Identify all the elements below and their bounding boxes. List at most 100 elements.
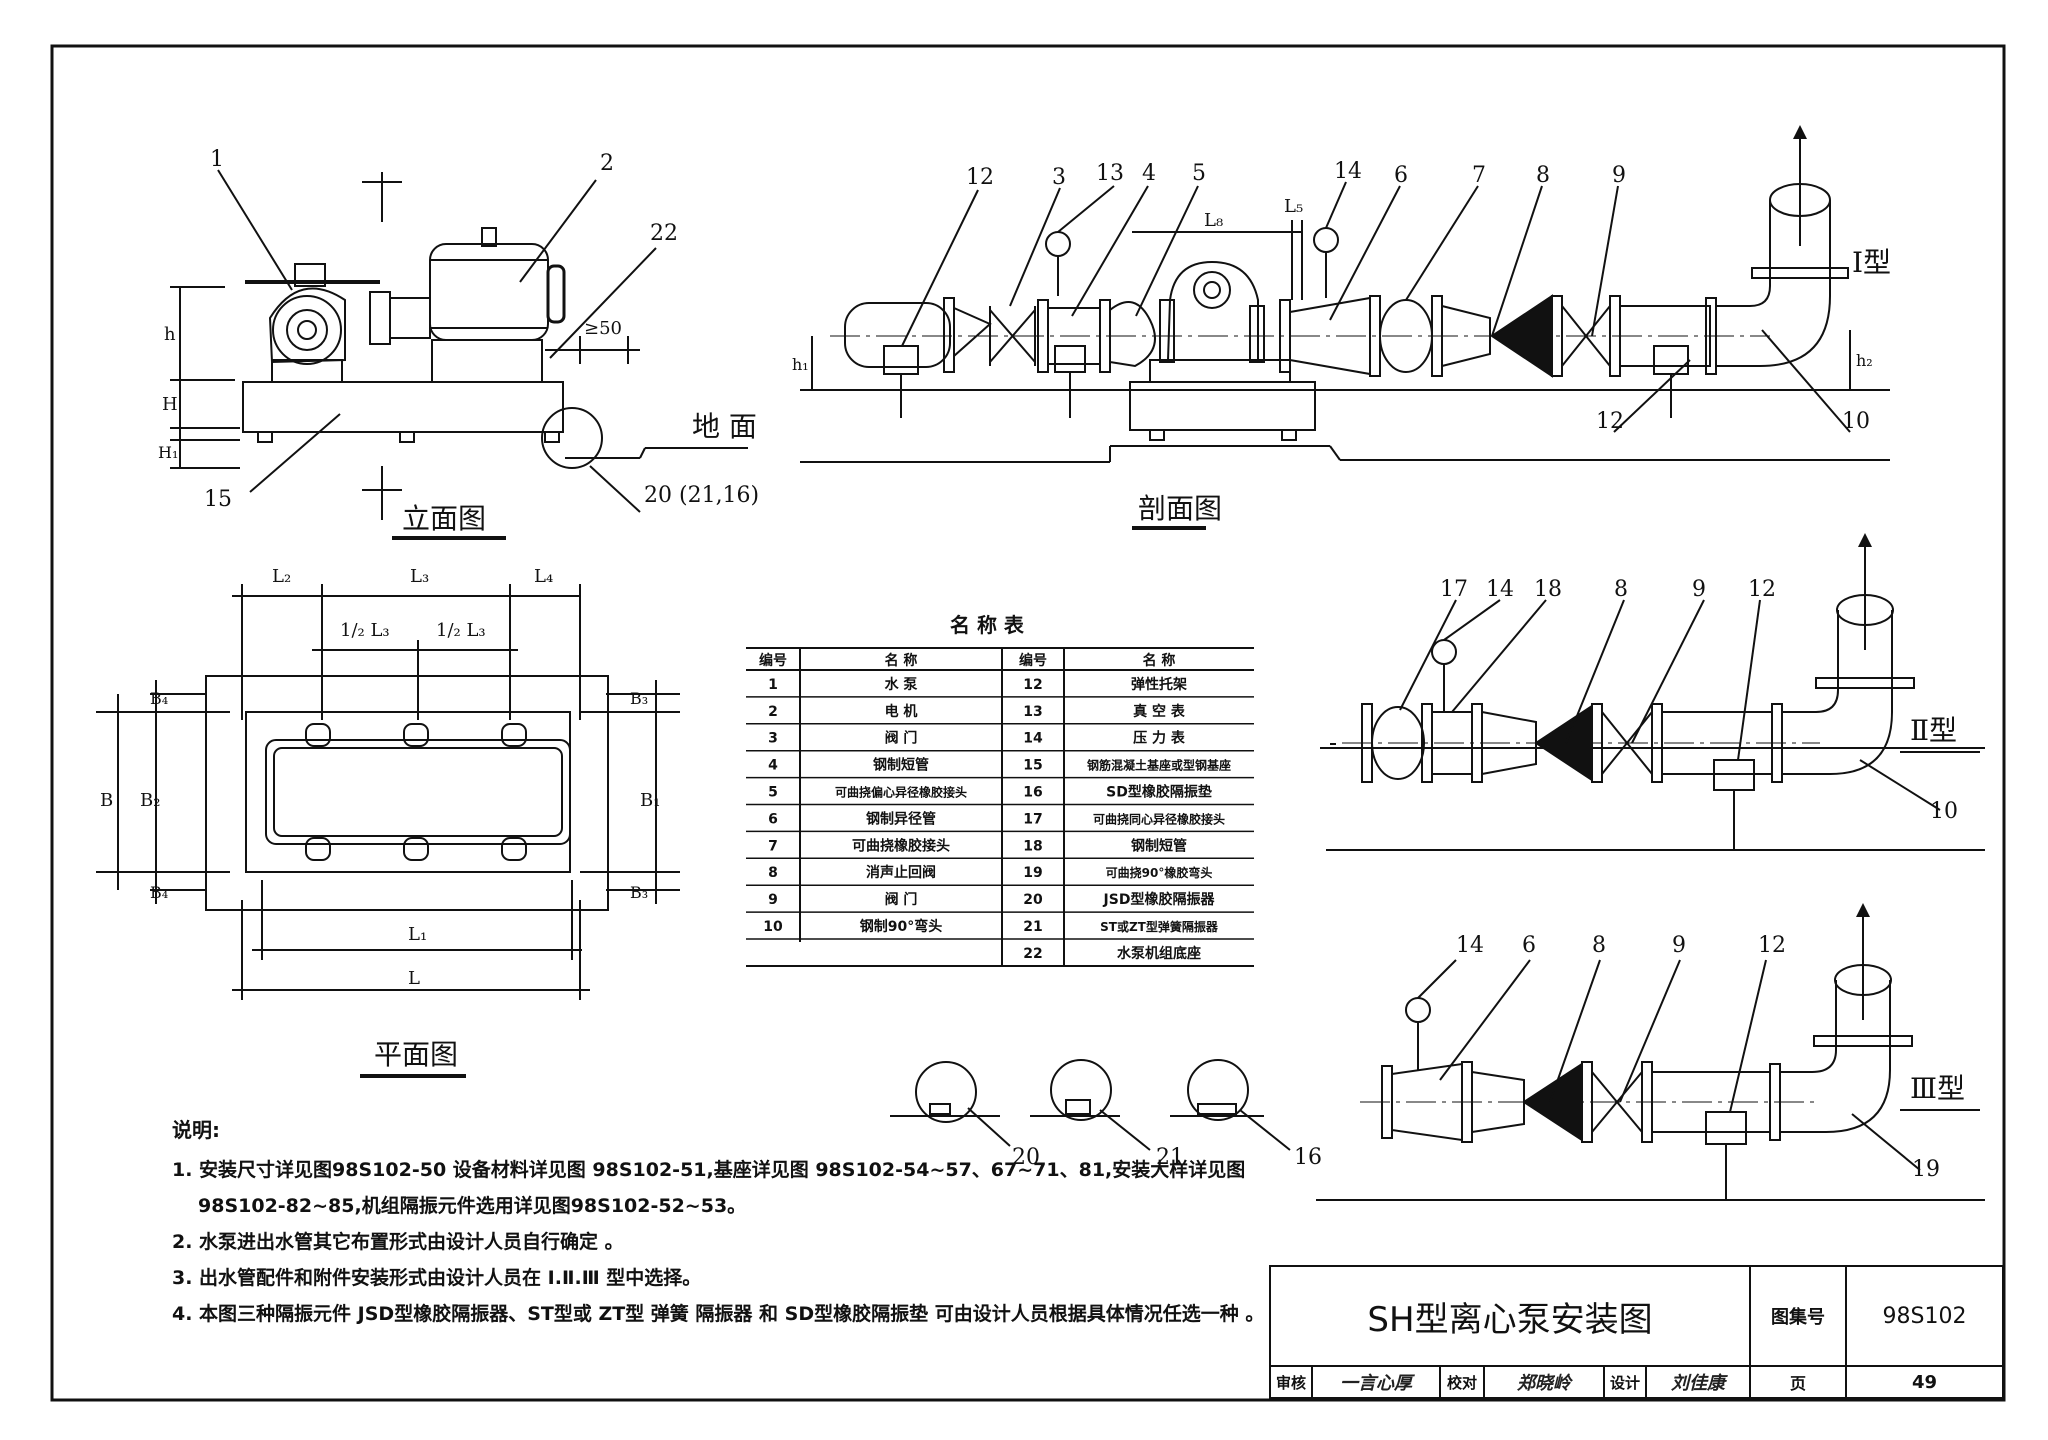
type2-view <box>1320 533 1985 851</box>
callout-15: 15 <box>204 487 232 512</box>
s-callout-10: 10 <box>1842 409 1870 434</box>
dim-h2: h₂ <box>1856 351 1873 370</box>
table-cell-name: 钢制短管 <box>1131 837 1187 854</box>
table-cell-name: ST或ZT型弹簧隔振器 <box>1100 919 1219 934</box>
table-cell-no: 20 <box>1023 892 1043 908</box>
s-callout-14: 14 <box>1334 159 1362 184</box>
detail-circles <box>890 1059 1291 1151</box>
note-2: 2. 水泵进出水管其它布置形式由设计人员自行确定 。 <box>172 1231 624 1253</box>
dim-halfL3b: 1/₂ L₃ <box>436 620 486 641</box>
dim-h: h <box>164 324 176 345</box>
notes: 说明: 1. 安装尺寸详见图98S102-50 设备材料详见图 98S102-5… <box>172 1112 1272 1332</box>
dim-B: B <box>100 790 113 811</box>
t2-callout-12: 12 <box>1748 577 1776 602</box>
elbow-10 <box>1716 200 1831 367</box>
motor-2 <box>429 227 566 341</box>
callout-22: 22 <box>650 221 678 246</box>
table-cell-no: 12 <box>1023 677 1042 693</box>
table-cell-name: 可曲挠偏心异径橡胶接头 <box>835 785 967 800</box>
callout-20: 20 (21,16) <box>644 483 759 508</box>
table-cell-no: 14 <box>1023 731 1043 747</box>
section-pump <box>1149 260 1291 383</box>
dim-L4: L₄ <box>534 566 553 587</box>
table-cell-name: JSD型橡胶隔振器 <box>1103 891 1216 908</box>
t3-callout-8: 8 <box>1592 933 1606 958</box>
t2-callout-8: 8 <box>1614 577 1628 602</box>
atlas-no: 98S102 <box>1882 1303 1967 1329</box>
parts-table-title: 名 称 表 <box>950 613 1025 637</box>
checker-signature: 郑晓岭 <box>1517 1373 1571 1394</box>
table-cell-no: 7 <box>768 838 778 854</box>
check-label: 校对 <box>1446 1373 1477 1392</box>
dim-B1: B₁ <box>640 790 660 811</box>
t3-callout-12: 12 <box>1758 933 1786 958</box>
th-no-2: 编号 <box>1019 652 1047 669</box>
base-15 <box>242 381 564 433</box>
inlet-pipe <box>844 302 951 368</box>
table-cell-no: 1 <box>768 677 778 693</box>
t3-callout-19: 19 <box>1912 1157 1940 1182</box>
t2-callout-9: 9 <box>1692 577 1706 602</box>
table-cell-no: 22 <box>1023 946 1042 962</box>
table-cell-no: 21 <box>1023 919 1042 935</box>
s-callout-8: 8 <box>1536 163 1550 188</box>
motor-base-22 <box>431 339 543 383</box>
dim-ge50: ≥50 <box>584 318 622 339</box>
notes-heading: 说明: <box>172 1118 220 1142</box>
sheet-border <box>50 44 2006 1402</box>
drawing-title: SH型离心泵安装图 <box>1367 1299 1653 1340</box>
table-cell-no: 19 <box>1023 865 1042 881</box>
s-callout-3: 3 <box>1052 165 1066 190</box>
ground-label: 地 面 <box>692 410 757 443</box>
titleblock-frame <box>1269 1265 2004 1399</box>
table-cell-name: 水 泵 <box>885 676 918 693</box>
table-cell-name: SD型橡胶隔振垫 <box>1106 784 1212 801</box>
s-callout-9: 9 <box>1612 163 1626 188</box>
t2-callout-14: 14 <box>1486 577 1514 602</box>
table-cell-name: 可曲挠90°橡胶弯头 <box>1106 865 1213 880</box>
table-cell-name: 可曲挠橡胶接头 <box>852 837 950 854</box>
t2-callout-10: 10 <box>1930 799 1958 824</box>
callout-1: 1 <box>210 147 224 172</box>
t3-callout-9: 9 <box>1672 933 1686 958</box>
table-cell-no: 2 <box>768 704 778 720</box>
t3-callout-14: 14 <box>1456 933 1484 958</box>
table-cell-name: 阀 门 <box>885 891 918 908</box>
table-cell-no: 6 <box>768 811 778 827</box>
table-cell-name: 水泵机组底座 <box>1117 945 1201 962</box>
note-4: 4. 本图三种隔振元件 JSD型橡胶隔振器、ST型或 ZT型 弹簧 隔振器 和 … <box>172 1303 1265 1325</box>
section-view <box>800 125 1890 530</box>
detail-16: 16 <box>1294 1145 1322 1170</box>
plan-title: 平面图 <box>374 1038 458 1071</box>
dim-H1: H₁ <box>158 443 178 462</box>
title-block: SH型离心泵安装图 图集号 98S102 审核 一言心厚 校对 郑晓岭 设计 刘… <box>1270 1266 2005 1400</box>
table-cell-name: 弹性托架 <box>1131 676 1187 693</box>
dim-L2: L₂ <box>272 566 291 587</box>
atlas-label: 图集号 <box>1771 1307 1825 1328</box>
th-name-2: 名 称 <box>1143 652 1176 669</box>
table-cell-name: 压 力 表 <box>1133 730 1186 747</box>
type3-view <box>1316 903 1985 1201</box>
designer-signature: 刘佳康 <box>1671 1373 1725 1394</box>
dim-L3: L₃ <box>410 566 429 587</box>
dim-B4a: B₄ <box>150 689 168 708</box>
plan-view <box>96 584 680 1078</box>
table-cell-name: 钢制异径管 <box>866 810 936 827</box>
t2-callout-18: 18 <box>1534 577 1562 602</box>
table-cell-no: 13 <box>1023 704 1042 720</box>
dim-L: L <box>408 968 420 989</box>
dim-halfL3a: 1/₂ L₃ <box>340 620 390 641</box>
section-title: 剖面图 <box>1138 492 1222 525</box>
dim-B2: B₂ <box>140 790 160 811</box>
s-callout-4: 4 <box>1142 161 1156 186</box>
th-name-1: 名 称 <box>885 652 918 669</box>
dim-B3a: B₃ <box>630 689 648 708</box>
s-callout-12a: 12 <box>966 165 994 190</box>
table-cell-name: 消声止回阀 <box>866 864 936 881</box>
type2-label: Ⅱ型 <box>1910 714 1957 747</box>
dim-B3b: B₃ <box>630 883 648 902</box>
s-callout-13: 13 <box>1096 161 1124 186</box>
note-3: 3. 出水管配件和附件安装形式由设计人员在 Ⅰ.Ⅱ.Ⅲ 型中选择。 <box>172 1267 702 1289</box>
type3-label: Ⅲ型 <box>1910 1072 1965 1105</box>
